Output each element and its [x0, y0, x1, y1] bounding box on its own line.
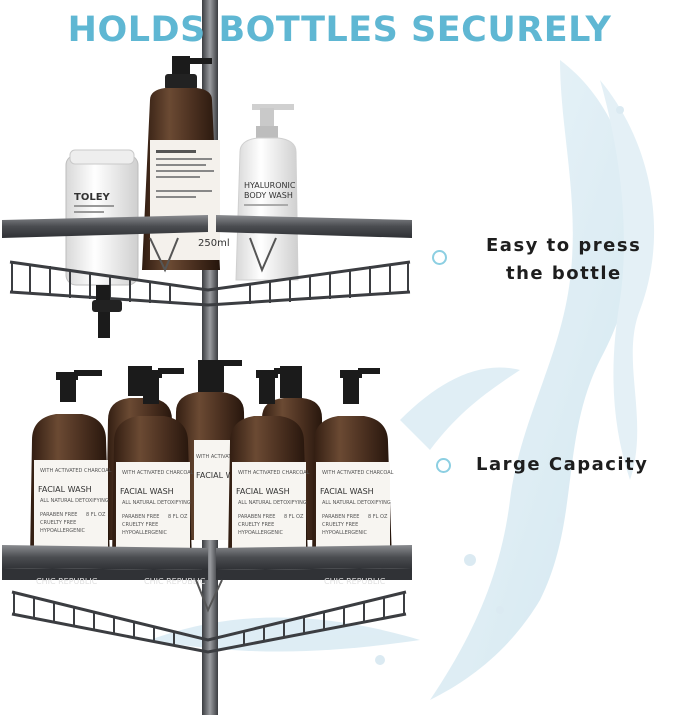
facial-line1: ALL NATURAL DETOXIFYING — [122, 500, 191, 506]
facial-line1: ALL NATURAL DETOXIFYING — [40, 498, 109, 504]
facial-line1: ALL NATURAL DETOXIFYING — [238, 500, 307, 506]
bullet-icon — [432, 250, 447, 265]
body-wash-title: HYALURONIC — [244, 181, 296, 190]
facial-wash-bottle-4: WITH ACTIVATED CHARCOAL FACIAL WASH ALL … — [228, 368, 310, 560]
headline: HOLDS BOTTLES SECURELY — [67, 10, 612, 50]
facial-wash-bottle-1: WITH ACTIVATED CHARCOAL FACIAL WASH ALL … — [30, 370, 112, 560]
facial-line4: HYPOALLERGENIC — [322, 530, 368, 536]
facial-line2: PARABEN FREE — [322, 514, 359, 520]
facial-wash-bottle-2: WITH ACTIVATED CHARCOAL FACIAL WASH ALL … — [112, 368, 194, 560]
facial-volume: 8 FL OZ — [368, 514, 388, 520]
top-white-pump-bottle: HYALURONIC BODY WASH — [235, 104, 299, 281]
facial-line3: CRUELTY FREE — [122, 522, 158, 528]
facial-line2: PARABEN FREE — [122, 514, 159, 520]
brand-mark-center: CHIC REPUBLIC — [144, 577, 206, 586]
facial-title: FACIAL WASH — [196, 471, 250, 480]
facial-small-label: WITH ACTIVATED CHARCOAL — [322, 470, 394, 476]
hanging-pump-tip — [92, 285, 122, 338]
brand-mark-left: CHIC REPUBLIC — [36, 577, 98, 586]
facial-title: FACIAL WASH — [120, 487, 174, 496]
facial-line4: HYPOALLERGENIC — [122, 530, 168, 536]
facial-small-label: WITH ACTIVATED CHARCOAL — [122, 470, 194, 476]
bullet-icon — [436, 458, 451, 473]
facial-line3: CRUELTY FREE — [40, 520, 76, 526]
facial-line2: PARABEN FREE — [238, 514, 275, 520]
feature-easy-press-line2: the bottle — [506, 263, 622, 284]
facial-volume: 8 FL OZ — [284, 514, 304, 520]
facial-title: FACIAL WASH — [320, 487, 374, 496]
facial-line3: CRUELTY FREE — [322, 522, 358, 528]
top-shelf-basket — [2, 215, 412, 307]
facial-small-label: WITH ACTIVATED CHARCOAL — [238, 470, 310, 476]
volume-label: 250ml — [198, 238, 230, 249]
tub-label: TOLEY — [74, 192, 111, 203]
bottom-shelf-basket: CHIC REPUBLIC CHIC REPUBLIC CHIC REPUBLI… — [2, 545, 412, 654]
facial-wash-bottle-5: WITH ACTIVATED CHARCOAL FACIAL WASH ALL … — [312, 368, 394, 560]
facial-line1: ALL NATURAL DETOXIFYING — [322, 500, 391, 506]
feature-easy-press-line1: Easy to press — [486, 235, 642, 256]
facial-volume: 8 FL OZ — [168, 514, 188, 520]
facial-title: FACIAL WASH — [38, 485, 92, 494]
facial-volume: 8 FL OZ — [86, 512, 106, 518]
facial-line4: HYPOALLERGENIC — [40, 528, 86, 534]
feature-large-capacity-line1: Large Capacity — [476, 454, 649, 475]
brand-mark-right: CHIC REPUBLIC — [324, 577, 386, 586]
water-splash — [150, 60, 655, 700]
body-wash-sub: BODY WASH — [244, 191, 293, 200]
facial-title: FACIAL WASH — [236, 487, 290, 496]
facial-line3: CRUELTY FREE — [238, 522, 274, 528]
facial-small-label: WITH ACTIVATED CHARCOAL — [40, 468, 112, 474]
facial-line2: PARABEN FREE — [40, 512, 77, 518]
facial-line4: HYPOALLERGENIC — [238, 530, 284, 536]
